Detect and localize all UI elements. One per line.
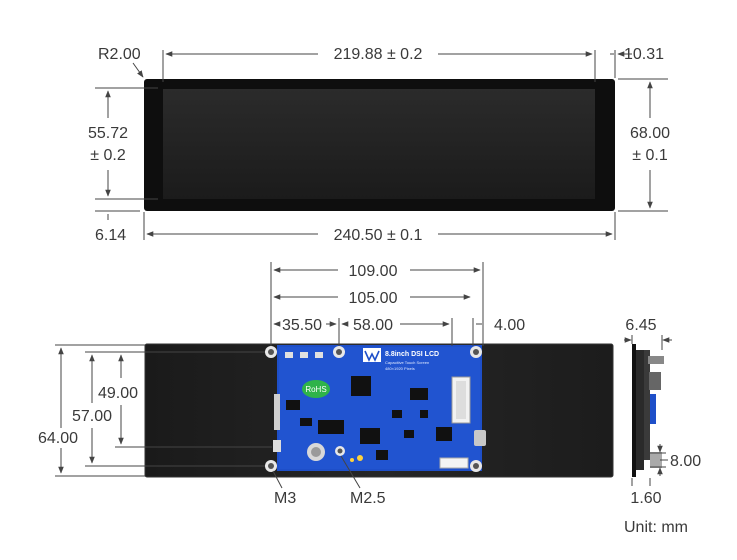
dim-hole-vertical-2: 57.00 bbox=[72, 408, 112, 425]
dim-hole-span-outer: 109.00 bbox=[349, 263, 398, 280]
dim-hole-span-inner: 105.00 bbox=[349, 290, 398, 307]
back-view: RoHS 8.8inch DSI LCD Capacitive Touch Sc… bbox=[38, 262, 614, 507]
display-active-area bbox=[163, 89, 595, 199]
dim-glass-thickness: 1.60 bbox=[630, 490, 661, 507]
usb-c-port bbox=[474, 430, 486, 446]
dim-hole-vertical-1: 49.00 bbox=[98, 385, 138, 402]
dim-width-total: 240.50 ± 0.1 bbox=[334, 227, 423, 244]
pcb-title: 8.8inch DSI LCD bbox=[385, 351, 439, 358]
mounting-hole-bottom-right bbox=[470, 460, 482, 472]
side-view: 6.45 8.00 1.60 bbox=[624, 317, 701, 507]
dim-left-offset: 35.50 bbox=[282, 317, 322, 334]
rohs-text: RoHS bbox=[305, 385, 326, 394]
dim-connector-height: 8.00 bbox=[670, 453, 701, 470]
pcb-subtitle-2: 480×1920 Pixels bbox=[385, 366, 415, 371]
side-glass bbox=[632, 344, 636, 477]
side-board bbox=[644, 350, 650, 460]
dim-right-border: 10.31 bbox=[624, 46, 664, 63]
side-connector bbox=[274, 394, 280, 430]
main-ic-chip bbox=[351, 376, 371, 396]
mounting-hole-m2-5 bbox=[335, 446, 345, 456]
dim-height-active-line2: ± 0.2 bbox=[90, 147, 126, 164]
dim-height-active-line1: 55.72 bbox=[88, 125, 128, 142]
dim-height-total-line1: 68.00 bbox=[630, 125, 670, 142]
mounting-hole-bottom-left bbox=[265, 460, 277, 472]
mounting-hole-mid bbox=[333, 346, 345, 358]
dim-side-thickness: 6.45 bbox=[625, 317, 656, 334]
rohs-label bbox=[302, 380, 330, 398]
dim-width-active: 219.88 ± 0.2 bbox=[334, 46, 423, 63]
mounting-hole-top-left bbox=[265, 346, 277, 358]
dim-mid-offset: 58.00 bbox=[353, 317, 393, 334]
front-view: 219.88 ± 0.2 10.31 R2.00 55.72 ± 0.2 68.… bbox=[88, 46, 670, 244]
dim-bottom-border: 6.14 bbox=[95, 227, 126, 244]
screw-label-m3: M3 bbox=[274, 490, 296, 507]
dim-height-total-line2: ± 0.1 bbox=[632, 147, 668, 164]
mounting-hole-top-right bbox=[470, 346, 482, 358]
screw-label-m2-5: M2.5 bbox=[350, 490, 386, 507]
dim-corner-radius: R2.00 bbox=[98, 46, 141, 63]
dim-height-total: 64.00 bbox=[38, 430, 78, 447]
side-body bbox=[636, 350, 644, 470]
pcb-subtitle-1: Capacitive Touch Screen bbox=[385, 360, 429, 365]
unit-label: Unit: mm bbox=[624, 519, 688, 536]
dim-right-offset: 4.00 bbox=[494, 317, 525, 334]
